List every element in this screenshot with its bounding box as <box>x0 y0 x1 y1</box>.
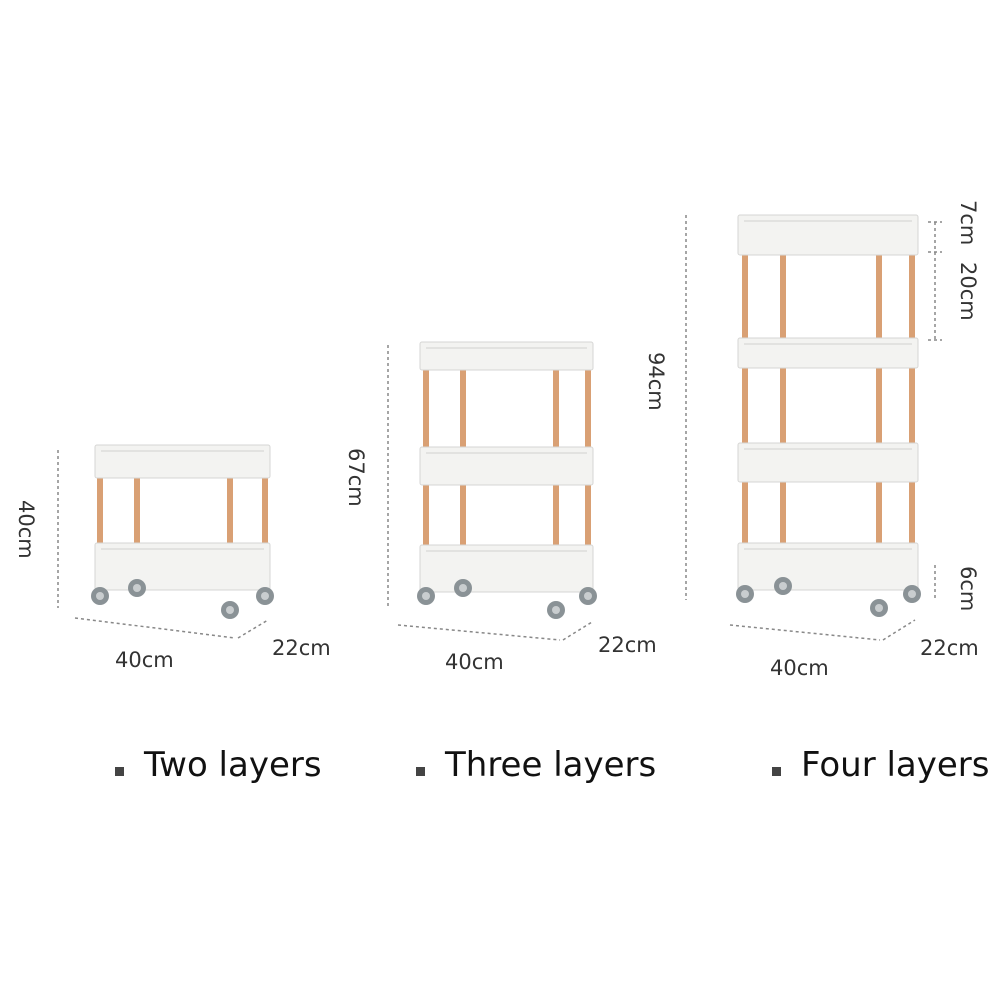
four-layer-wheel-height-label: 6cm <box>956 566 980 612</box>
dimension-line <box>74 617 236 639</box>
three-layer-width-label: 40cm <box>445 650 504 674</box>
four-layer-width-label: 40cm <box>770 656 829 680</box>
caption-text: Four layers <box>801 745 990 785</box>
three-layer-depth-label: 22cm <box>598 633 657 657</box>
wheel-hub <box>422 592 430 600</box>
wheel-hub <box>261 592 269 600</box>
wheel-hub <box>552 606 560 614</box>
dimension-line <box>397 624 561 641</box>
two-layer-depth-label: 22cm <box>272 636 331 660</box>
caption-four-layers: Four layers <box>772 745 990 785</box>
pole <box>909 255 915 543</box>
wheel-hub <box>459 584 467 592</box>
wheel-hub <box>133 584 141 592</box>
two-layer-height-label: 40cm <box>14 500 38 559</box>
pole <box>262 478 268 543</box>
shelf <box>737 214 919 256</box>
pole <box>780 255 786 543</box>
pole <box>742 255 748 543</box>
four-layer-shelf-gap-label: 20cm <box>956 262 980 321</box>
wheel-hub <box>741 590 749 598</box>
pole <box>134 478 140 543</box>
shelf <box>419 446 594 486</box>
pole <box>876 255 882 543</box>
caption-two-layers: Two layers <box>115 745 322 785</box>
wheel-hub <box>96 592 104 600</box>
shelf <box>419 544 594 593</box>
shelf <box>94 542 271 591</box>
three-layer-height-label: 67cm <box>344 448 368 507</box>
two-layer-width-label: 40cm <box>115 648 174 672</box>
bullet-icon <box>115 766 124 776</box>
pole <box>227 478 233 543</box>
shelf <box>737 442 919 483</box>
wheel-hub <box>584 592 592 600</box>
wheel-hub <box>226 606 234 614</box>
dimension-line <box>729 624 881 641</box>
wheel-hub <box>908 590 916 598</box>
caption-text: Two layers <box>144 745 322 785</box>
bullet-icon <box>416 766 425 776</box>
dimension-line <box>237 619 269 639</box>
dimension-line <box>882 619 916 641</box>
four-layer-top-gap-label: 7cm <box>956 200 980 246</box>
four-layer-height-label: 94cm <box>644 352 668 411</box>
pole <box>97 478 103 543</box>
caption-text: Three layers <box>445 745 657 785</box>
shelf <box>419 341 594 371</box>
four-layer-depth-label: 22cm <box>920 636 979 660</box>
wheel-hub <box>779 582 787 590</box>
dimension-line <box>562 621 593 641</box>
shelf <box>94 444 271 479</box>
caption-three-layers: Three layers <box>416 745 656 785</box>
shelf <box>737 337 919 369</box>
wheel-hub <box>875 604 883 612</box>
bullet-icon <box>772 766 781 776</box>
shelf <box>737 542 919 591</box>
